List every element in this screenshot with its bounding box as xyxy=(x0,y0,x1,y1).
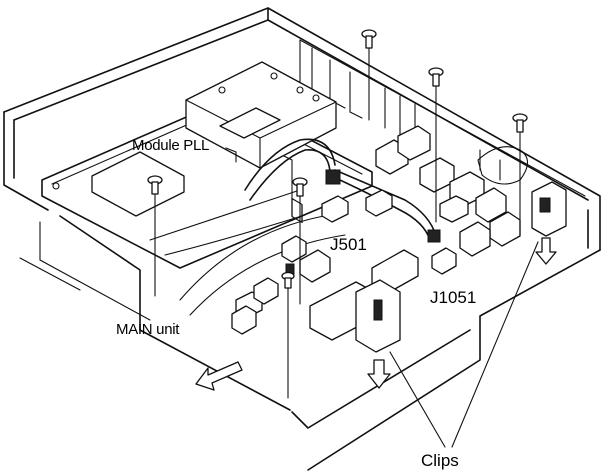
label-main-unit: MAIN unit xyxy=(116,321,180,338)
screw-1 xyxy=(361,29,377,121)
screw-3 xyxy=(512,113,528,237)
down-arrow-icon xyxy=(367,359,391,389)
clips-leaders xyxy=(389,241,539,448)
label-module-pll: Module PLL xyxy=(132,137,209,154)
screw-5 xyxy=(292,177,308,305)
rear-panel-slots xyxy=(291,39,586,224)
down-arrow-icon xyxy=(535,237,557,265)
screw-2 xyxy=(428,67,444,223)
cable-harness xyxy=(244,138,529,241)
pull-arrow-icon xyxy=(195,361,243,391)
label-clips: Clips xyxy=(421,451,459,470)
screw-6 xyxy=(281,271,295,399)
label-j1051: J1051 xyxy=(430,288,476,307)
module-pll-board xyxy=(41,61,373,269)
chassis xyxy=(3,7,601,471)
label-j501: J501 xyxy=(330,235,367,254)
module-pll-leader xyxy=(225,147,237,163)
components xyxy=(231,125,567,353)
screw-4 xyxy=(147,175,163,297)
main-unit-board xyxy=(19,189,346,411)
